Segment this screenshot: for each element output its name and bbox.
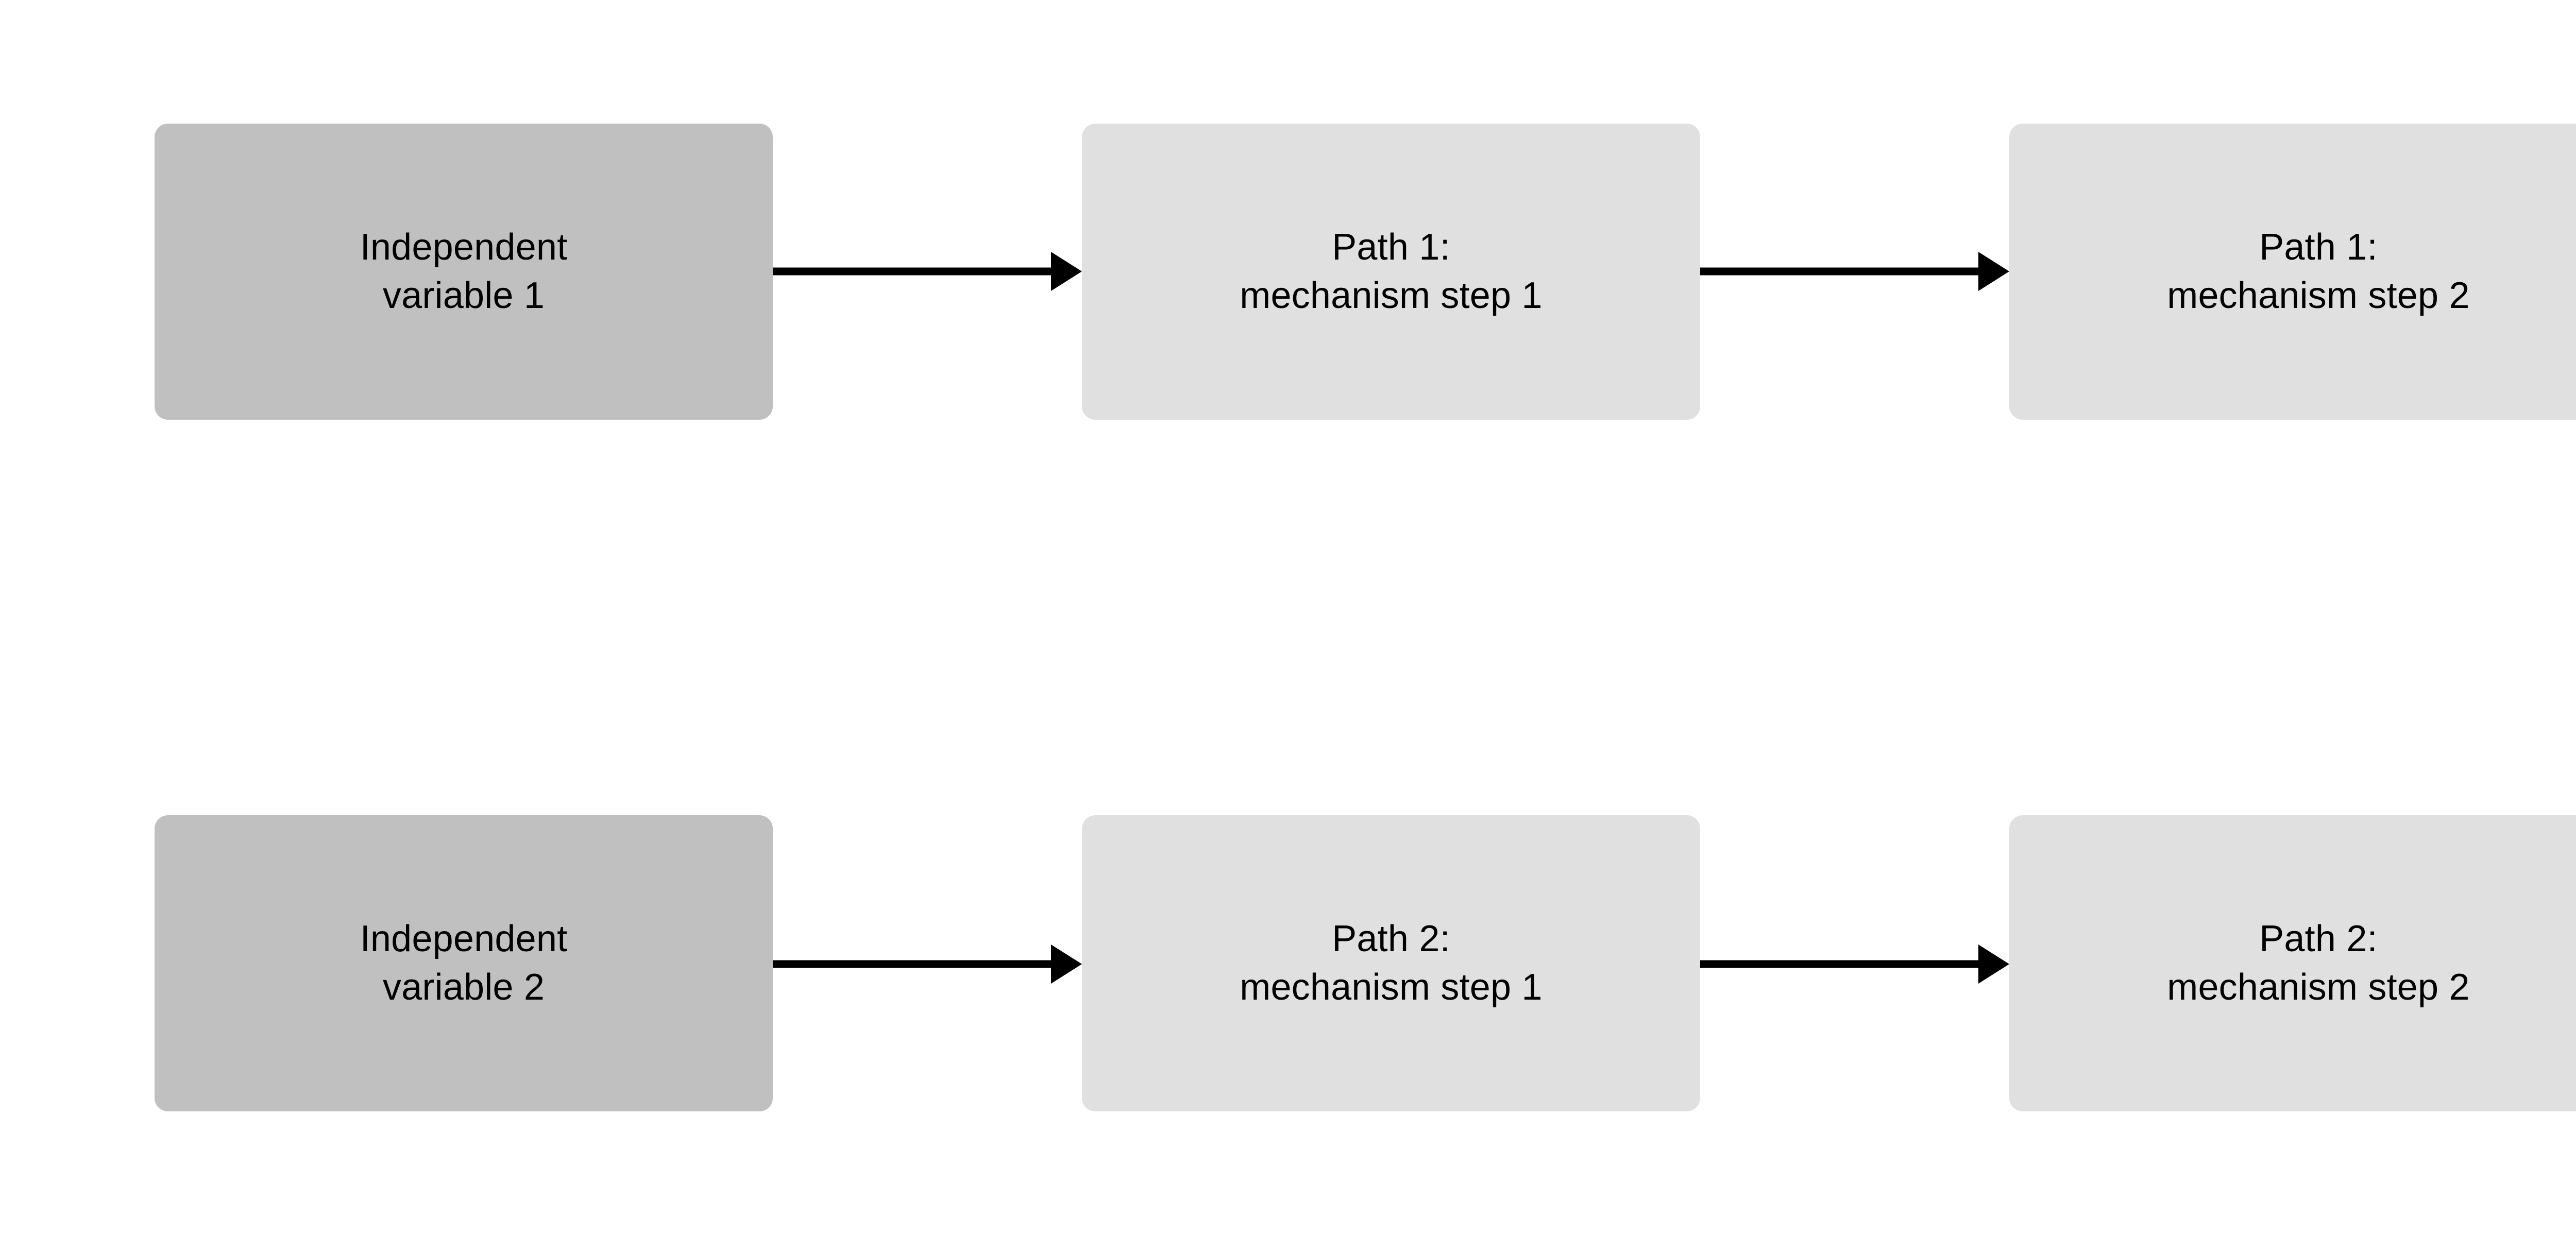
arrow-iv2-to-path2-step1 — [769, 945, 1082, 984]
node-independent-variable-2[interactable]: Independent variable 2 — [155, 815, 773, 1111]
node-path-1-mechanism-step-1[interactable]: Path 1: mechanism step 1 — [1082, 124, 1700, 420]
node-path-2-mechanism-step-2[interactable]: Path 2: mechanism step 2 — [2009, 815, 2576, 1111]
arrow-path2-step1-to-path2-step2 — [1696, 945, 2009, 984]
arrow-path1-step1-to-path1-step2 — [1696, 252, 2009, 291]
node-path-2-mechanism-step-1[interactable]: Path 2: mechanism step 1 — [1082, 815, 1700, 1111]
arrow-iv1-to-path1-step1 — [769, 252, 1082, 291]
node-path-1-mechanism-step-2[interactable]: Path 1: mechanism step 2 — [2009, 124, 2576, 420]
node-independent-variable-1[interactable]: Independent variable 1 — [155, 124, 773, 420]
